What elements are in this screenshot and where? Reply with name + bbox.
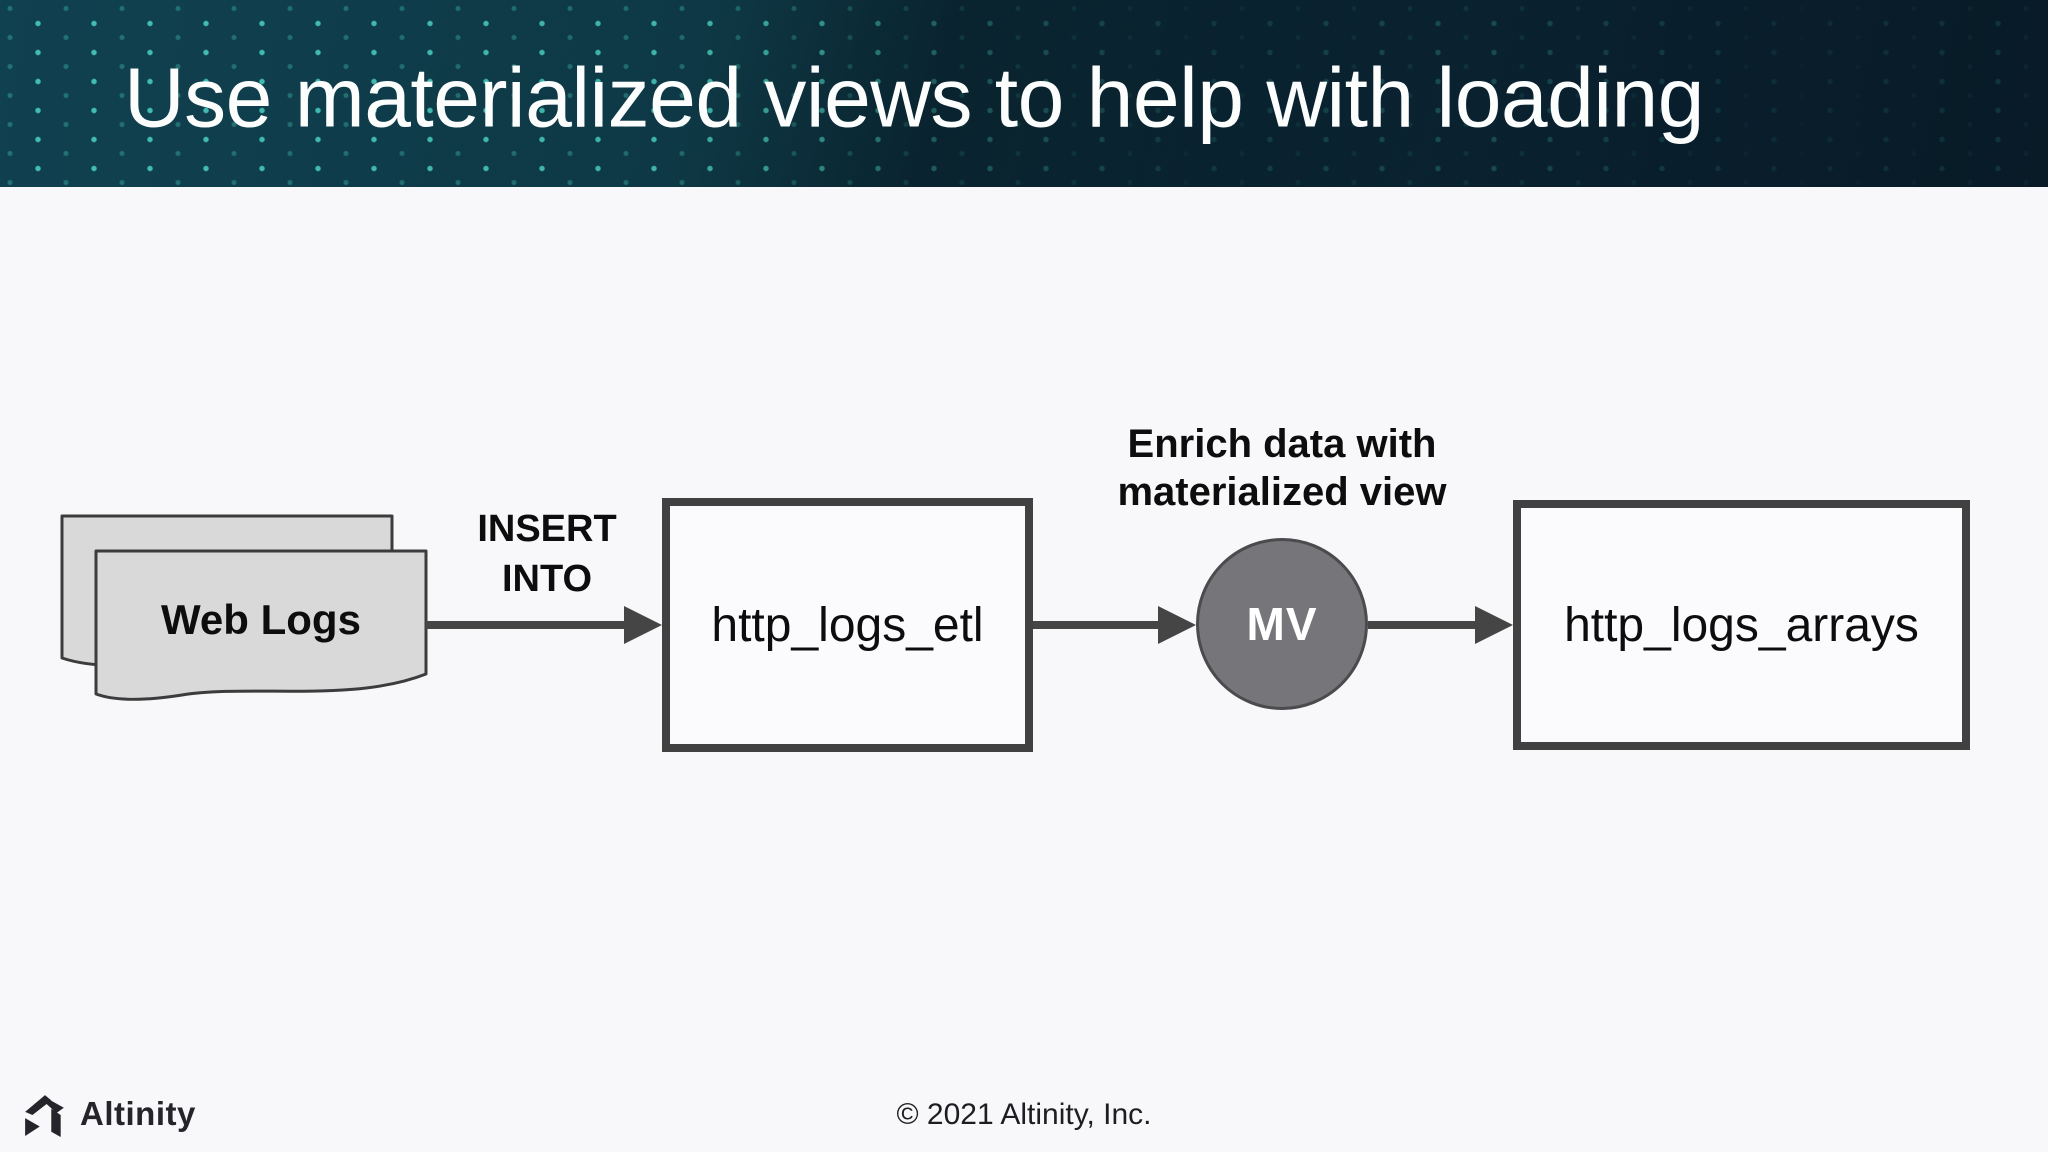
target-table-box: http_logs_arrays xyxy=(1513,500,1970,750)
brand-name: Altinity xyxy=(80,1095,196,1132)
target-table-label: http_logs_arrays xyxy=(1564,598,1919,652)
mv-circle: MV xyxy=(1196,538,1368,710)
etl-table-box: http_logs_etl xyxy=(662,498,1033,752)
slide-header: Use materialized views to help with load… xyxy=(0,0,2048,187)
diagram: Web Logs INSERT INTO http_logs_etl Enric… xyxy=(0,187,2048,1056)
altinity-logo-icon xyxy=(25,1095,64,1137)
etl-table-label: http_logs_etl xyxy=(711,598,984,652)
arrow-mv-to-target xyxy=(1368,606,1513,644)
insert-into-label: INSERT INTO xyxy=(477,508,617,600)
mv-label: MV xyxy=(1246,598,1318,650)
arrow-insert-into xyxy=(426,606,662,644)
slide-title: Use materialized views to help with load… xyxy=(124,49,1704,144)
footer-brand: Altinity xyxy=(22,1088,196,1140)
arrow-etl-to-mv xyxy=(1033,606,1196,644)
copyright-text: © 2021 Altinity, Inc. xyxy=(896,1098,1152,1131)
mv-caption: Enrich data with materialized view xyxy=(1117,422,1447,514)
web-logs-label: Web Logs xyxy=(161,596,361,643)
